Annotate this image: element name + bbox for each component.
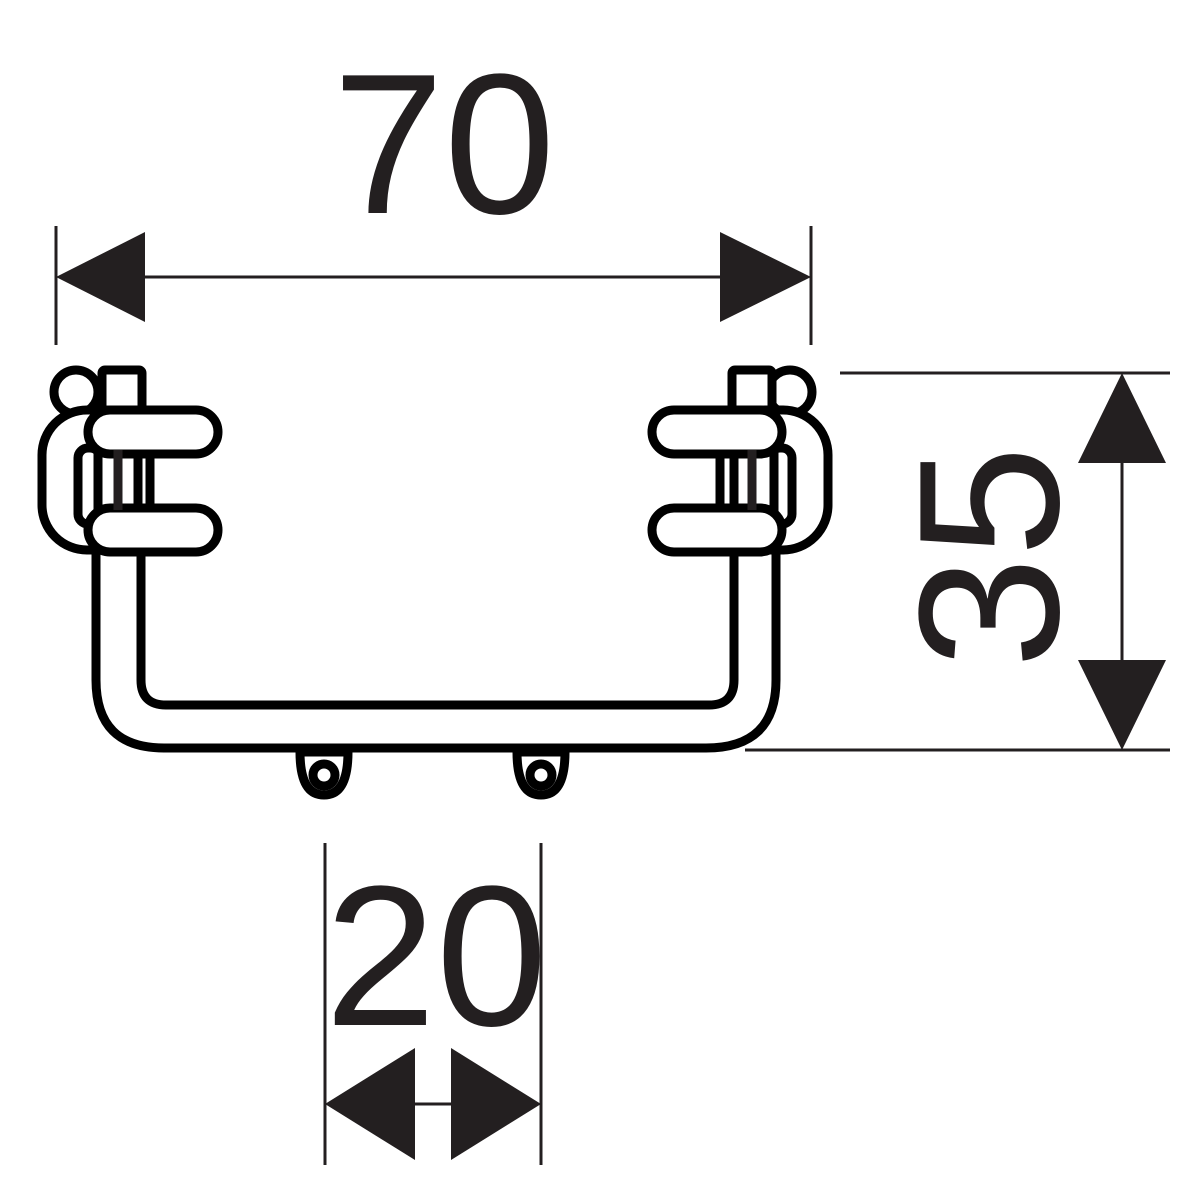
clamp-right-prong-bottom bbox=[647, 503, 787, 557]
mount-tab-left bbox=[295, 747, 353, 800]
spacing-arrow-right bbox=[451, 1048, 541, 1160]
width-arrow-left bbox=[56, 232, 145, 322]
clamp-right bbox=[647, 365, 833, 557]
spacing-arrow-left bbox=[325, 1048, 415, 1160]
height-dimension: 35 bbox=[745, 371, 1170, 752]
clamp-left-prong-bottom bbox=[83, 503, 223, 557]
spacing-dimension: 20 bbox=[323, 843, 547, 1165]
spacing-label: 20 bbox=[325, 845, 547, 1068]
bracket-part bbox=[37, 365, 833, 800]
u-rail bbox=[91, 540, 781, 753]
height-arrow-bottom bbox=[1078, 660, 1166, 750]
height-arrow-top bbox=[1078, 373, 1166, 463]
mount-tab-right bbox=[512, 747, 570, 800]
width-label: 70 bbox=[333, 33, 555, 256]
width-arrow-right bbox=[720, 232, 811, 322]
height-label: 35 bbox=[878, 446, 1101, 668]
clamp-right-prong-top bbox=[647, 405, 787, 459]
clamp-left bbox=[37, 365, 223, 557]
clamp-left-prong-top bbox=[83, 405, 223, 459]
width-dimension: 70 bbox=[54, 33, 813, 345]
